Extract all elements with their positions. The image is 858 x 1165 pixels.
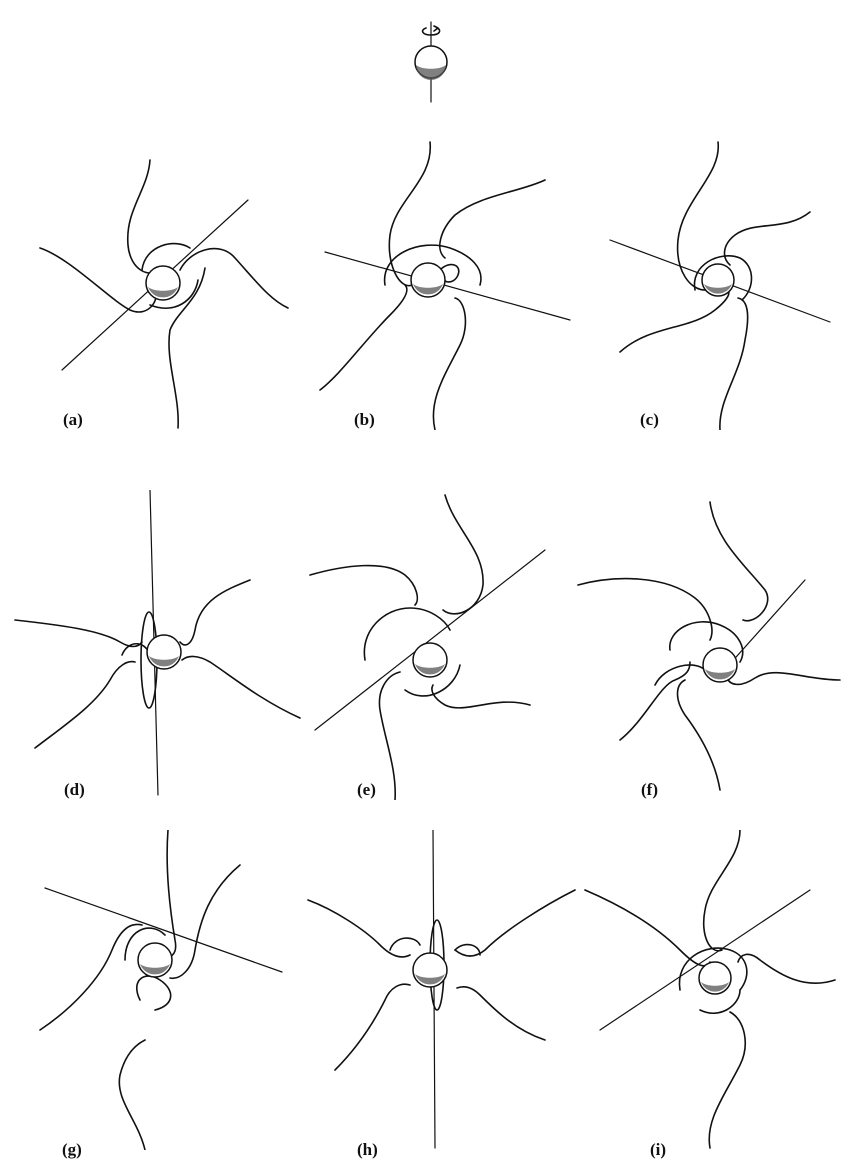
panel-d-drawing (10, 490, 305, 800)
panel-d-label: (d) (64, 780, 85, 800)
panel-c-label: (c) (640, 410, 659, 430)
panel-g-label: (g) (62, 1140, 82, 1160)
panel-i-label: (i) (650, 1140, 666, 1160)
panel-h-axis (433, 830, 435, 1148)
panel-c-drawing (590, 140, 850, 430)
panel-f-label: (f) (641, 780, 658, 800)
panel-i-drawing (580, 830, 850, 1150)
panel-b-label: (b) (354, 410, 375, 430)
panel-a-drawing (30, 140, 300, 430)
panel-b-axis (325, 252, 570, 320)
panel-e-drawing (305, 490, 585, 800)
panel-e-label: (e) (357, 780, 376, 800)
panel-h-drawing (305, 830, 585, 1150)
panel-e-axis (315, 550, 545, 730)
panel-b-drawing (300, 140, 585, 430)
panel-a-label: (a) (63, 410, 83, 430)
rotation-legend (400, 20, 460, 105)
panel-h-label: (h) (357, 1140, 378, 1160)
panel-g-drawing (30, 830, 305, 1150)
panel-f-drawing (575, 490, 845, 800)
sphere-icon (415, 46, 447, 80)
